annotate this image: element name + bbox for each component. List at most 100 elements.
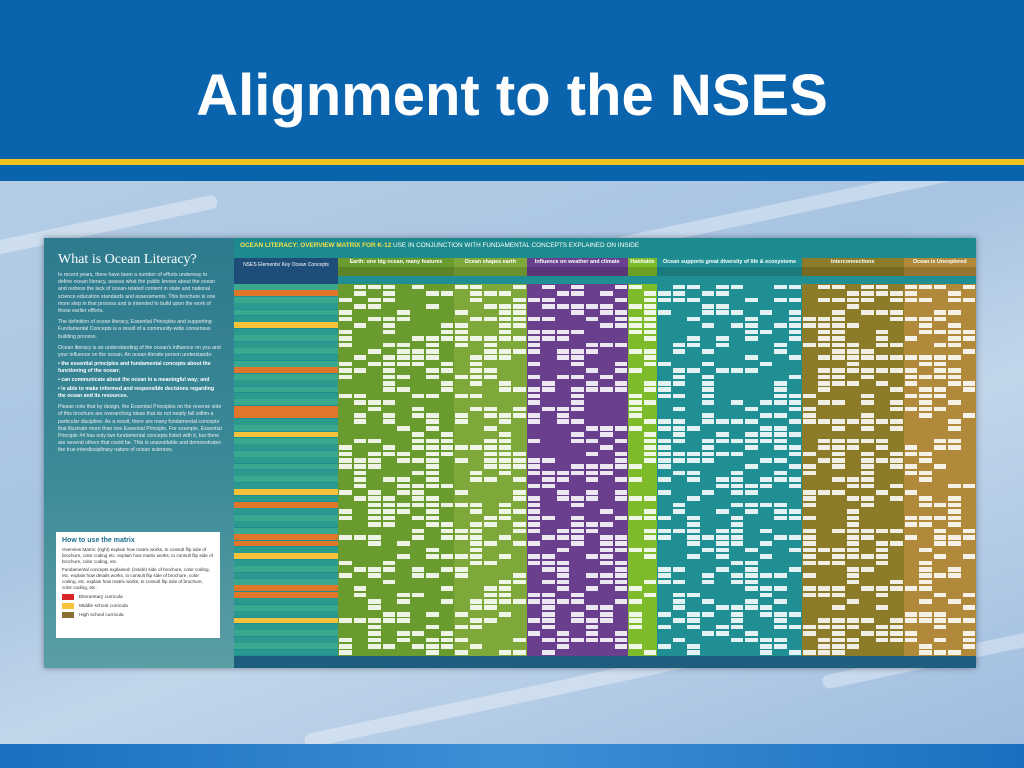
matrix-cell-mark: [759, 310, 772, 316]
matrix-cell-mark: [948, 381, 961, 386]
matrix-cell-mark: [904, 522, 917, 527]
matrix-cell-mark: [411, 336, 424, 341]
matrix-cell-mark: [629, 304, 642, 309]
matrix-cell-mark: [832, 631, 845, 636]
matrix-cell-mark: [498, 438, 511, 444]
matrix-cell-mark: [832, 284, 845, 290]
matrix-cell-mark: [455, 457, 468, 463]
matrix-cell-mark: [382, 361, 395, 367]
matrix-cell-mark: [672, 284, 685, 290]
matrix-cell-mark: [672, 567, 685, 572]
matrix-cell-mark: [426, 342, 439, 348]
matrix-cell-mark: [600, 541, 613, 546]
matrix-cell-mark: [600, 560, 613, 566]
matrix-cell-mark: [614, 425, 627, 431]
matrix-cell-mark: [861, 393, 874, 399]
matrix-cell-mark: [817, 586, 830, 591]
matrix-cell-mark: [846, 483, 859, 489]
matrix-cell-mark: [875, 631, 888, 636]
matrix-cell-mark: [759, 361, 772, 367]
matrix-cell-mark: [948, 336, 961, 341]
matrix-cell-mark: [672, 438, 685, 444]
matrix-cell-mark: [803, 554, 816, 559]
matrix-cell-mark: [701, 631, 714, 636]
matrix-cell-mark: [556, 291, 569, 296]
matrix-cell-mark: [614, 438, 627, 444]
matrix-cell-mark: [759, 586, 772, 591]
matrix-cell-mark: [469, 605, 482, 611]
matrix-cell-mark: [875, 554, 888, 559]
matrix-cell-mark: [556, 496, 569, 502]
matrix-cell-mark: [904, 368, 917, 373]
matrix-cell-mark: [484, 291, 497, 296]
matrix-cell-mark: [701, 374, 714, 380]
matrix-row-label: [234, 450, 338, 457]
matrix-cell-mark: [513, 464, 526, 469]
matrix-cell-mark: [875, 329, 888, 335]
matrix-group-header: Interconnections: [802, 258, 904, 267]
matrix-cell-mark: [875, 528, 888, 534]
matrix-cell-mark: [397, 541, 410, 546]
matrix-cell-mark: [629, 400, 642, 405]
matrix-cell-mark: [730, 490, 743, 495]
matrix-cell-mark: [846, 381, 859, 386]
matrix-cell-mark: [527, 560, 540, 566]
bullet-item: • can communicate about the ocean in a m…: [58, 377, 210, 384]
matrix-cell-mark: [817, 342, 830, 348]
matrix-cell-mark: [382, 387, 395, 393]
matrix-cell-mark: [426, 374, 439, 380]
matrix-cell-mark: [339, 451, 352, 457]
matrix-cell-mark: [672, 637, 685, 643]
matrix-cell-mark: [556, 470, 569, 476]
matrix-cell-mark: [846, 361, 859, 367]
matrix-cell-mark: [933, 361, 946, 367]
matrix-cell-mark: [397, 637, 410, 643]
matrix-row-label: [234, 540, 338, 547]
matrix-cell-mark: [556, 355, 569, 360]
matrix-cell-mark: [672, 509, 685, 514]
matrix-cell-mark: [455, 310, 468, 316]
matrix-cell-mark: [411, 457, 424, 463]
matrix-cell-mark: [919, 611, 932, 617]
matrix-cell-mark: [890, 528, 903, 534]
matrix-cell-mark: [585, 368, 598, 373]
matrix-cell-mark: [629, 611, 642, 617]
matrix-cell-mark: [933, 637, 946, 643]
matrix-cell-mark: [919, 451, 932, 457]
matrix-cell-mark: [368, 573, 381, 579]
matrix-cell-mark: [629, 329, 642, 335]
matrix-cell-mark: [846, 573, 859, 579]
matrix-cell-mark: [440, 381, 453, 386]
matrix-cell-mark: [571, 348, 584, 354]
matrix-cell-mark: [571, 374, 584, 380]
matrix-cell-mark: [542, 304, 555, 309]
matrix-cell-mark: [672, 605, 685, 611]
matrix-cell-mark: [513, 284, 526, 290]
matrix-cell-mark: [933, 406, 946, 412]
matrix-row-label: [234, 623, 338, 630]
matrix-cell-mark: [933, 445, 946, 450]
matrix-cell-mark: [643, 650, 656, 655]
matrix-cell-mark: [411, 496, 424, 502]
matrix-cell-mark: [556, 573, 569, 579]
matrix-cell-mark: [353, 534, 366, 540]
matrix-row-label: [234, 598, 338, 605]
matrix-cell-mark: [339, 534, 352, 540]
matrix-cell-mark: [658, 310, 671, 316]
matrix-cell-mark: [542, 624, 555, 630]
matrix-cell-mark: [643, 554, 656, 559]
matrix-subcolumn-strip: [657, 267, 802, 276]
matrix-cell-mark: [933, 355, 946, 360]
matrix-cell-mark: [484, 342, 497, 348]
matrix-cell-mark: [933, 368, 946, 373]
matrix-row-label: [234, 476, 338, 483]
matrix-cell-mark: [716, 310, 729, 316]
matrix-cell-mark: [556, 631, 569, 636]
legend-item-elementary: Elementary curricula: [62, 594, 214, 600]
matrix-row-label: [234, 527, 338, 534]
matrix-cell-mark: [672, 528, 685, 534]
matrix-cell-mark: [672, 291, 685, 296]
matrix-cell-mark: [513, 323, 526, 328]
matrix-cell-mark: [571, 592, 584, 598]
matrix-row-label: [234, 649, 338, 656]
